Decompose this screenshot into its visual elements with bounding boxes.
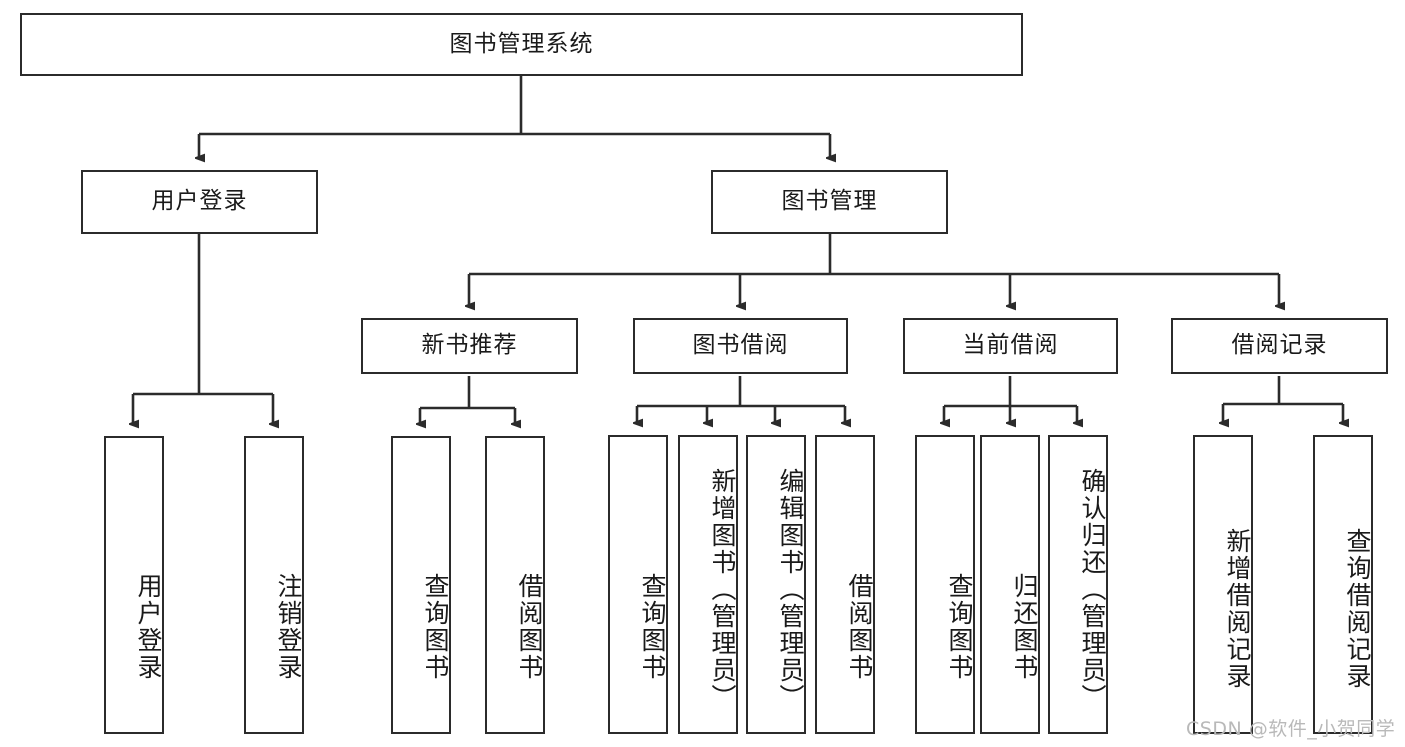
- node-book-borrow[interactable]: 图书借阅: [633, 318, 848, 374]
- leaf-query-book-1-label: 查询图书: [421, 573, 450, 681]
- leaf-query-book-2[interactable]: 查询图书: [608, 435, 668, 734]
- leaf-borrow-book-2[interactable]: 借阅图书: [815, 435, 875, 734]
- leaf-borrow-book-1-label: 借阅图书: [515, 573, 544, 681]
- node-book-manage-label: 图书管理: [781, 188, 878, 215]
- node-user-login[interactable]: 用户登录: [81, 170, 318, 234]
- leaf-borrow-book-1[interactable]: 借阅图书: [485, 436, 545, 734]
- leaf-user-login-label: 用户登录: [134, 573, 163, 681]
- leaf-query-book-3-label: 查询图书: [945, 572, 974, 681]
- node-borrow-record[interactable]: 借阅记录: [1171, 318, 1388, 374]
- leaf-confirm-return-label: 确认归还（管理员）: [1078, 468, 1107, 711]
- csdn-watermark: CSDN @软件_小贺同学: [1186, 718, 1396, 740]
- leaf-query-record-label: 查询借阅记录: [1343, 527, 1372, 690]
- node-new-book-recommend[interactable]: 新书推荐: [361, 318, 578, 374]
- node-book-borrow-label: 图书借阅: [692, 332, 789, 359]
- node-root-label: 图书管理系统: [449, 30, 594, 57]
- node-new-book-recommend-label: 新书推荐: [421, 332, 518, 359]
- leaf-confirm-return[interactable]: 确认归还（管理员）: [1048, 435, 1108, 734]
- leaf-edit-book[interactable]: 编辑图书（管理员）: [746, 435, 806, 734]
- leaf-add-record-label: 新增借阅记录: [1223, 527, 1252, 690]
- node-current-borrow[interactable]: 当前借阅: [903, 318, 1118, 374]
- leaf-add-book[interactable]: 新增图书（管理员）: [678, 435, 738, 734]
- leaf-return-book-label: 归还图书: [1010, 572, 1039, 681]
- node-book-manage[interactable]: 图书管理: [711, 170, 948, 234]
- leaf-add-book-label: 新增图书（管理员）: [708, 468, 737, 711]
- leaf-edit-book-label: 编辑图书（管理员）: [776, 468, 805, 711]
- node-borrow-record-label: 借阅记录: [1231, 332, 1328, 359]
- leaf-query-book-3[interactable]: 查询图书: [915, 435, 975, 734]
- leaf-add-record[interactable]: 新增借阅记录: [1193, 435, 1253, 734]
- leaf-query-record[interactable]: 查询借阅记录: [1313, 435, 1373, 734]
- node-root[interactable]: 图书管理系统: [20, 13, 1023, 76]
- leaf-query-book-1[interactable]: 查询图书: [391, 436, 451, 734]
- leaf-logout[interactable]: 注销登录: [244, 436, 304, 734]
- leaf-query-book-2-label: 查询图书: [638, 572, 667, 681]
- leaf-logout-label: 注销登录: [274, 573, 303, 681]
- leaf-return-book[interactable]: 归还图书: [980, 435, 1040, 734]
- node-user-login-label: 用户登录: [151, 188, 248, 215]
- leaf-borrow-book-2-label: 借阅图书: [845, 572, 874, 681]
- node-current-borrow-label: 当前借阅: [962, 332, 1059, 359]
- leaf-user-login[interactable]: 用户登录: [104, 436, 164, 734]
